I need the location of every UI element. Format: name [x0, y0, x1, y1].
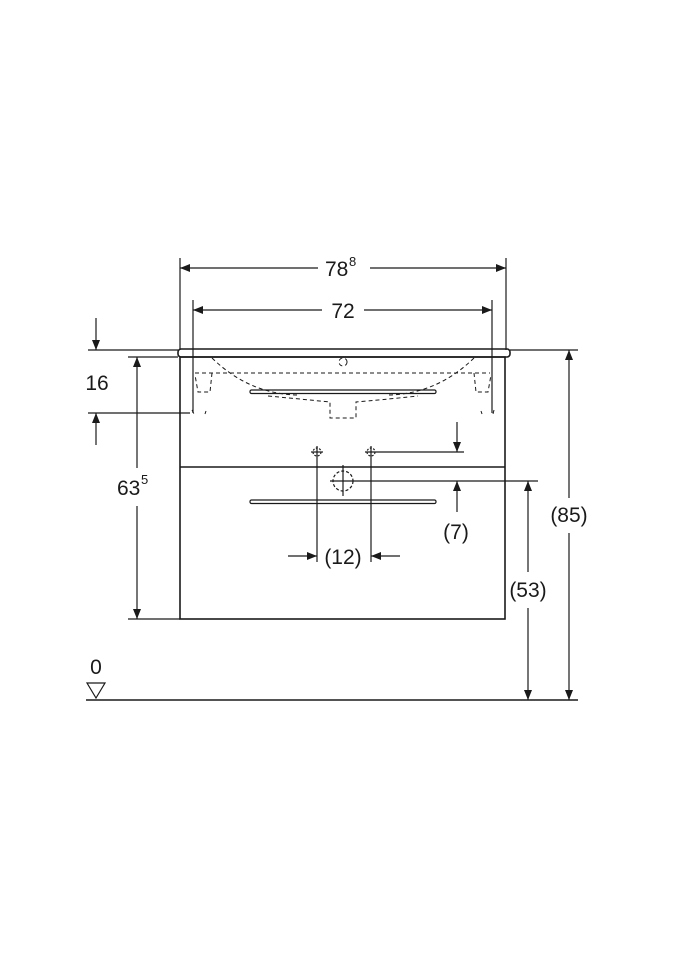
label-basin-depth: 16	[85, 372, 108, 395]
label-drain-height: (53)	[509, 579, 546, 602]
tap-hole-left	[311, 446, 323, 562]
level-triangle-icon	[85, 682, 107, 700]
label-tap-spacing: (12)	[324, 546, 361, 569]
countertop	[177, 348, 511, 358]
label-width-overall-sup: 8	[349, 254, 356, 269]
drain-hole	[330, 465, 538, 496]
label-floor-level: 0	[90, 656, 102, 679]
cabinet-body	[179, 356, 506, 620]
handle-bottom	[249, 499, 437, 505]
label-total-height: (85)	[550, 504, 587, 527]
label-cabinet-height: 63	[117, 477, 140, 500]
label-width-overall: 78	[325, 258, 348, 281]
label-drain-offset: (7)	[443, 521, 469, 544]
tap-hole-right	[365, 446, 464, 562]
label-width-basin: 72	[331, 300, 354, 323]
label-cabinet-height-sup: 5	[141, 472, 148, 487]
handle-top	[249, 389, 437, 395]
basin-hidden-outline	[191, 357, 495, 419]
